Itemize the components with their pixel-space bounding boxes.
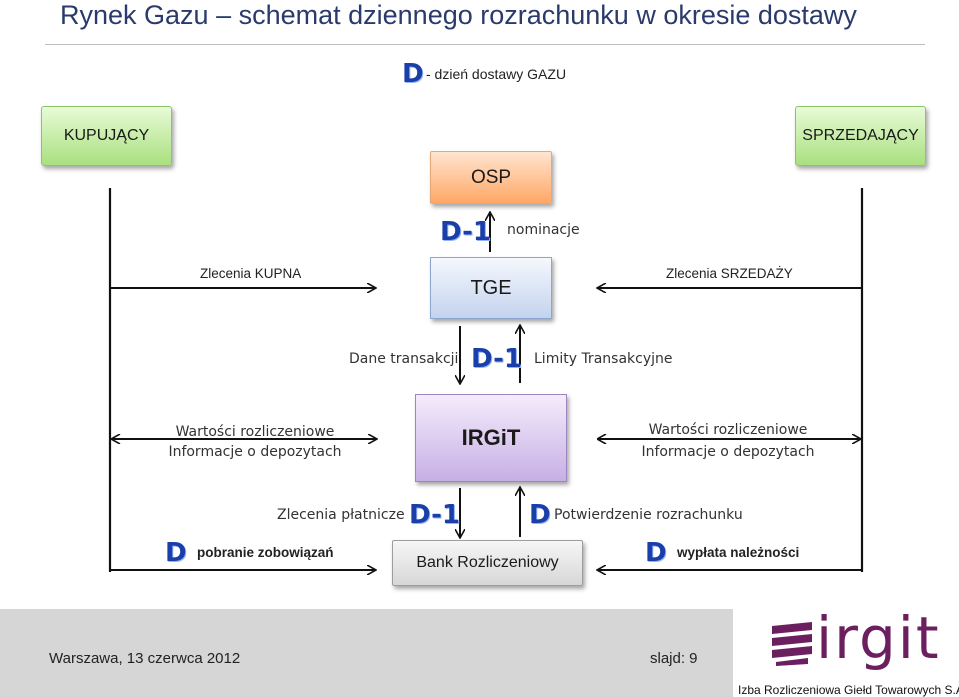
- bank-box: Bank Rozliczeniowy: [392, 540, 583, 586]
- buy-orders-label: Zlecenia KUPNA: [200, 266, 302, 281]
- right-deposits-label: Informacje o depozytach: [641, 444, 815, 460]
- buyer-box: KUPUJĄCY: [41, 106, 172, 166]
- irgit-box: IRGiT: [415, 394, 567, 482]
- nominations-label: nominacje: [507, 222, 580, 238]
- company-name: Izba Rozliczeniowa Giełd Towarowych S.A.: [738, 683, 959, 697]
- left-values-label: Wartości rozliczeniowe: [175, 424, 335, 440]
- irgit-logo-icon: [772, 622, 812, 666]
- osp-box: OSP: [430, 151, 552, 204]
- payer-orders-label: Zlecenia płatnicze: [277, 507, 405, 523]
- d-badge-icon: D: [402, 59, 424, 89]
- title-divider: [45, 44, 925, 45]
- footer-slide-number: slajd: 9: [650, 650, 698, 667]
- collect-label: pobranie zobowiązań: [197, 545, 334, 560]
- d-badge-icon: D: [645, 538, 667, 568]
- footer-place-date: Warszawa, 13 czerwca 2012: [49, 650, 241, 667]
- d-badge-icon: D: [529, 500, 551, 530]
- tge-box: TGE: [430, 257, 552, 319]
- d-minus-1-badge-icon: D-1: [440, 217, 491, 247]
- settlement-confirm-label: Potwierdzenie rozrachunku: [554, 507, 743, 523]
- page-title: Rynek Gazu – schemat dziennego rozrachun…: [60, 0, 857, 30]
- d-badge-icon: D: [165, 538, 187, 568]
- seller-box: SPRZEDAJĄCY: [795, 106, 926, 166]
- payout-label: wypłata należności: [677, 545, 800, 560]
- right-values-label: Wartości rozliczeniowe: [648, 422, 808, 438]
- trade-data-label: Dane transakcji: [349, 351, 459, 367]
- footer-bar: [0, 609, 733, 697]
- legend-text: - dzień dostawy GAZU: [426, 66, 567, 82]
- d-minus-1-badge-icon: D-1: [409, 500, 460, 530]
- d-minus-1-badge-icon: D-1: [471, 344, 522, 374]
- sell-orders-label: Zlecenia SRZEDAŻY: [666, 266, 793, 281]
- logo-wordmark: irgit: [816, 604, 941, 672]
- left-deposits-label: Informacje o depozytach: [168, 444, 342, 460]
- trade-limits-label: Limity Transakcyjne: [534, 351, 673, 367]
